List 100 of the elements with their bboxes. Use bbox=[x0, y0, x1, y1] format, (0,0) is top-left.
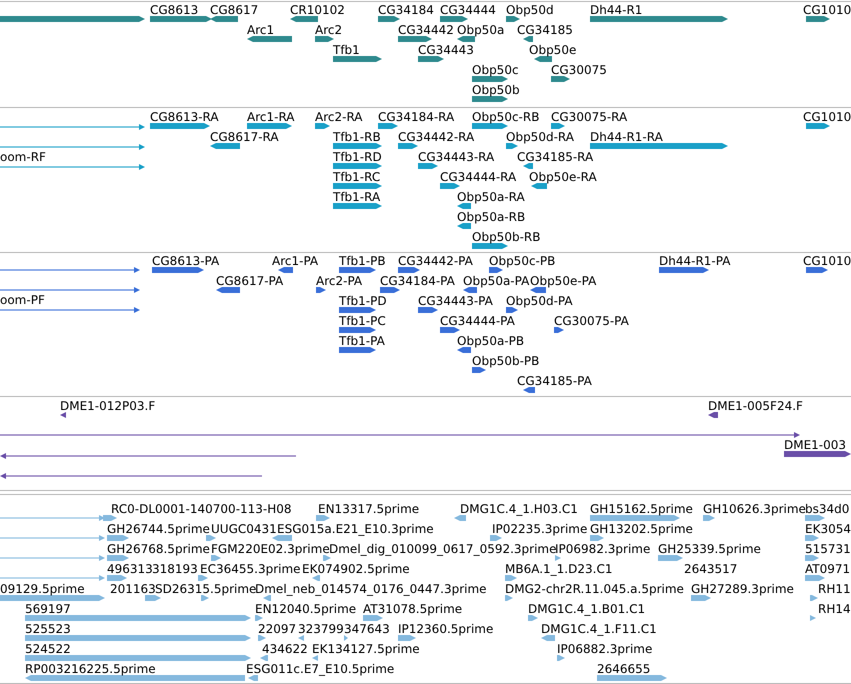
feature-label: Obp50c-RB bbox=[472, 110, 540, 124]
feature-label: CG34185-RA bbox=[517, 150, 594, 164]
feature-label: CG34443-RA bbox=[418, 150, 494, 164]
feature-label: EC36455.3prime bbox=[200, 562, 301, 576]
feature-label: AT31078.5prime bbox=[363, 602, 462, 616]
feature-label: RP003216225.5prime bbox=[25, 662, 156, 676]
feature-label: Arc1 bbox=[247, 23, 274, 37]
feature-label: 515731 bbox=[805, 542, 851, 556]
feature-label: Tfb1-PC bbox=[339, 314, 386, 328]
feature-label: Dmel_neb_014574_0176_0447.3prime bbox=[255, 582, 487, 596]
feature-label: 2646655 bbox=[597, 662, 650, 676]
feature-label: Obp50e-RA bbox=[529, 170, 597, 184]
feature-label: GH26768.5prime bbox=[107, 542, 210, 556]
feature-label: Obp50d-PA bbox=[506, 294, 573, 308]
feature-label: Obp50c bbox=[472, 63, 519, 77]
feature-label: CG34442 bbox=[398, 23, 454, 37]
feature-label: CG1010 bbox=[803, 110, 851, 124]
feature-label: ESG015a.E21_E10.3prime bbox=[277, 522, 434, 536]
feature-label: bs34d0 bbox=[805, 502, 850, 516]
feature-label: Arc2-RA bbox=[315, 110, 363, 124]
feature-label: DME1-012P03.F bbox=[60, 399, 156, 413]
feature-label: EN12040.5prime bbox=[255, 602, 356, 616]
feature-label: CG34185 bbox=[517, 23, 573, 37]
feature-label: 525523 bbox=[25, 622, 71, 636]
feature-label: Obp50a-RB bbox=[457, 210, 526, 224]
feature-label: RH14 bbox=[818, 602, 851, 616]
feature-label: CG34442-PA bbox=[398, 254, 473, 268]
feature-label: CR10102 bbox=[290, 3, 345, 17]
feature-label: GH13202.5prime bbox=[590, 522, 693, 536]
feature-label: 524522 bbox=[25, 642, 71, 656]
feature-label: Arc2 bbox=[315, 23, 342, 37]
feature-label: 201163 bbox=[110, 582, 156, 596]
feature-label: Tfb1-RB bbox=[333, 130, 381, 144]
feature-label: Tfb1-PA bbox=[339, 334, 385, 348]
feature-label: CG8617-RA bbox=[210, 130, 279, 144]
feature-label: DMG1C.4_1.B01.C1 bbox=[528, 602, 646, 616]
feature-label: oom-RF bbox=[0, 150, 46, 164]
feature-label: Tfb1-RA bbox=[333, 190, 380, 204]
feature-label: RH11 bbox=[818, 582, 851, 596]
feature-label: Dh44-R1-PA bbox=[659, 254, 730, 268]
feature-label: Obp50a-PB bbox=[457, 334, 524, 348]
feature-label: Tfb1-RC bbox=[333, 170, 380, 184]
feature-label: CG34444-PA bbox=[440, 314, 515, 328]
feature-label: CG8613-RA bbox=[150, 110, 219, 124]
feature-label: CG30075-RA bbox=[551, 110, 628, 124]
feature-label: IP02235.3prime bbox=[492, 522, 588, 536]
feature-label: 569197 bbox=[25, 602, 71, 616]
feature-label: 09129.5prime bbox=[0, 582, 85, 596]
feature-label: CG30075-PA bbox=[554, 314, 629, 328]
feature-label: 318193 bbox=[152, 562, 198, 576]
feature-label: DME1-003 bbox=[784, 438, 846, 452]
feature-label: GH25339.5prime bbox=[658, 542, 761, 556]
feature-label: MB6A.1_1.D23.C1 bbox=[505, 562, 612, 576]
feature-label: IP12360.5prime bbox=[398, 622, 494, 636]
feature-label: 347643 bbox=[344, 622, 390, 636]
feature-label: CG8617-PA bbox=[216, 274, 284, 288]
feature-label: CG34444 bbox=[440, 3, 496, 17]
feature-label: Obp50e-PA bbox=[530, 274, 596, 288]
feature-label: CG8617 bbox=[210, 3, 258, 17]
feature-label: Dh44-R1 bbox=[590, 3, 642, 17]
feature-label: Obp50e bbox=[529, 43, 576, 57]
feature-label: Obp50b-RB bbox=[472, 230, 540, 244]
feature-label: CG34443 bbox=[418, 43, 474, 57]
feature-label: UUGC0431 bbox=[211, 522, 277, 536]
feature-label: Dh44-R1-RA bbox=[590, 130, 663, 144]
feature-label: 323799 bbox=[298, 622, 344, 636]
feature-label: Obp50c-PB bbox=[489, 254, 556, 268]
feature-label: DMG1C.4_1.H03.C1 bbox=[460, 502, 578, 516]
feature-label: Obp50a bbox=[457, 23, 504, 37]
feature-label: oom-PF bbox=[0, 293, 45, 307]
feature-label: CG34442-RA bbox=[398, 130, 474, 144]
feature-label: CG30075 bbox=[551, 63, 607, 77]
feature-label: Tfb1-PB bbox=[339, 254, 386, 268]
feature-label: CG1010 bbox=[803, 3, 851, 17]
feature-label: SD26315.5prime bbox=[155, 582, 256, 596]
feature-label: 434622 bbox=[262, 642, 308, 656]
feature-label: Tfb1-RD bbox=[333, 150, 382, 164]
feature-label: AT0971 bbox=[805, 562, 850, 576]
feature-label: Tfb1-PD bbox=[339, 294, 387, 308]
feature-label: GH27289.3prime bbox=[691, 582, 794, 596]
feature-label: ESG011c.E7_E10.5prime bbox=[246, 662, 394, 676]
feature-label: DMG1C.4_1.F11.C1 bbox=[541, 622, 657, 636]
feature-label: FGM220E02.3prime bbox=[211, 542, 330, 556]
feature-label: Arc2-PA bbox=[316, 274, 362, 288]
feature-label: RC0-DL0001-140700-113-H08 bbox=[111, 502, 292, 516]
feature-label: CG34184 bbox=[378, 3, 434, 17]
feature-label: CG34185-PA bbox=[517, 374, 592, 388]
feature-label: EN13317.5prime bbox=[318, 502, 420, 516]
feature-label: 496313 bbox=[107, 562, 153, 576]
feature-label: Obp50b-PB bbox=[472, 354, 540, 368]
feature-label: Obp50d bbox=[506, 3, 554, 17]
feature-label: CG34184-PA bbox=[380, 274, 455, 288]
feature-label: CG34443-PA bbox=[418, 294, 493, 308]
feature-label: IP06882.3prime bbox=[557, 642, 652, 656]
feature-label: Arc1-RA bbox=[247, 110, 295, 124]
feature-label: CG8613-PA bbox=[152, 254, 220, 268]
feature-label: CG1010 bbox=[803, 254, 851, 268]
feature-label: Obp50a-RA bbox=[457, 190, 525, 204]
feature-label: Arc1-PA bbox=[272, 254, 318, 268]
feature-label: Obp50b bbox=[472, 83, 520, 97]
